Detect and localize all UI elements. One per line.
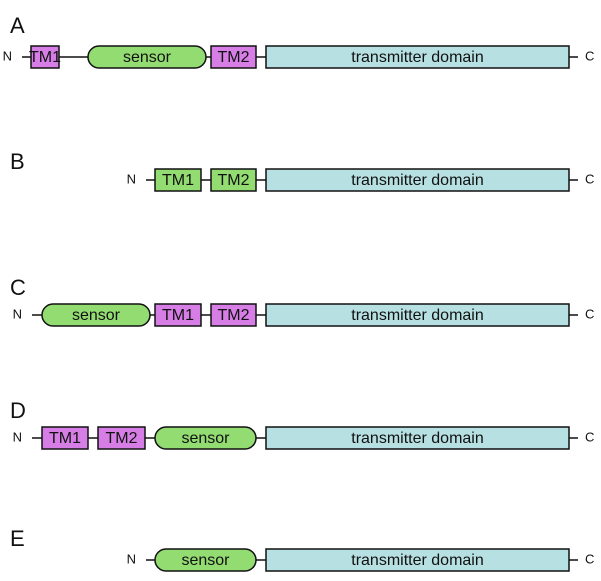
- n-terminus-label: N: [3, 48, 12, 63]
- sensor-domain-label: sensor: [181, 430, 230, 447]
- n-terminus-label: N: [127, 551, 136, 566]
- tm-domain: [210, 303, 257, 327]
- c-terminus-label: C: [585, 171, 594, 186]
- sensor-domain-label: sensor: [72, 307, 121, 324]
- transmitter-domain: [265, 45, 570, 69]
- transmitter-domain-label: transmitter domain: [351, 172, 484, 189]
- tm-domain: [41, 426, 89, 450]
- tm-domain-label: TM1: [162, 172, 194, 189]
- tm-domain-label: TM2: [106, 430, 138, 447]
- tm-domain-label: TM2: [218, 307, 250, 324]
- panel-d: DN TM1 TM2 sensor transmitter domain C: [10, 398, 594, 450]
- transmitter-domain: [265, 303, 570, 327]
- tm-domain: [30, 45, 60, 69]
- tm-domain: [154, 168, 202, 192]
- c-terminus-label: C: [585, 551, 594, 566]
- sensor-domain-label: sensor: [123, 49, 172, 66]
- tm-domain-label: TM1: [162, 307, 194, 324]
- tm-domain: [154, 303, 202, 327]
- transmitter-domain-label: transmitter domain: [351, 552, 484, 569]
- panel-label: B: [10, 149, 25, 174]
- sensor-domain: [154, 426, 257, 450]
- sensor-domain-label: sensor: [181, 552, 230, 569]
- n-terminus-label: N: [13, 429, 22, 444]
- c-terminus-label: C: [585, 48, 594, 63]
- panel-b: B N TM1 TM2 transmitter domain C: [10, 149, 594, 192]
- panel-a: AN TM1 sensor TM2 transmitter domain C: [3, 13, 594, 69]
- panel-label: D: [10, 398, 26, 423]
- tm-domain-label: TM1: [29, 49, 61, 66]
- c-terminus-label: C: [585, 429, 594, 444]
- tm-domain-label: TM1: [49, 430, 81, 447]
- c-terminus-label: C: [585, 306, 594, 321]
- transmitter-domain-label: transmitter domain: [351, 307, 484, 324]
- transmitter-domain-label: transmitter domain: [351, 49, 484, 66]
- tm-domain-label: TM2: [218, 172, 250, 189]
- transmitter-domain: [265, 426, 570, 450]
- sensor-domain: [87, 45, 207, 69]
- sensor-domain: [154, 548, 257, 572]
- tm-domain: [97, 426, 146, 450]
- tm-domain-label: TM2: [218, 49, 250, 66]
- transmitter-domain-label: transmitter domain: [351, 430, 484, 447]
- panel-label: A: [10, 13, 25, 38]
- sensor-domain: [41, 303, 151, 327]
- tm-domain: [210, 45, 257, 69]
- n-terminus-label: N: [13, 306, 22, 321]
- n-terminus-label: N: [127, 171, 136, 186]
- transmitter-domain: [265, 548, 570, 572]
- transmitter-domain: [265, 168, 570, 192]
- panel-label: C: [10, 275, 26, 300]
- panel-label: E: [10, 526, 25, 551]
- tm-domain: [210, 168, 257, 192]
